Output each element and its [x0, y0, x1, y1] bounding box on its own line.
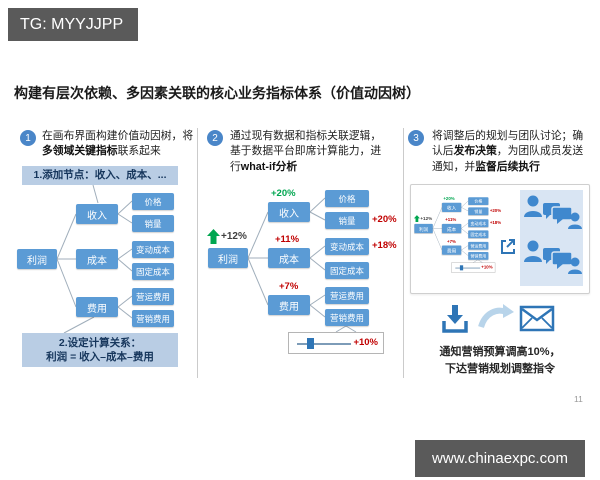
download-icon: [442, 305, 468, 333]
price-node: 价格: [132, 193, 174, 210]
add-node-note: 1.添加节点：收入、成本、...: [22, 166, 178, 185]
delta-revenue-label: +20%: [443, 196, 455, 202]
delta-variable-cost-label: +18%: [489, 220, 502, 226]
people-speech-icons: [524, 195, 582, 274]
sales-node: 销量: [132, 215, 174, 232]
column-divider: [197, 128, 198, 378]
operating-expense-node: 营运费用: [132, 288, 174, 305]
fixed-cost-node: 固定成本: [132, 263, 174, 280]
step2-number-badge: 2: [207, 130, 223, 146]
sales-node: 销量: [325, 212, 369, 229]
whatif-slider: +10%: [451, 262, 496, 273]
delta-root-label: +12%: [221, 231, 247, 242]
delta-variable-cost-label: +18%: [372, 240, 397, 251]
slider-track: [297, 343, 351, 345]
slide-title: 构建有层次依赖、多因素关联的核心业务指标体系（价值动因树）: [14, 85, 420, 101]
revenue-node: 收入: [268, 202, 310, 222]
tree1-connectors: [56, 184, 133, 334]
marketing-expense-node: 营销费用: [325, 309, 369, 326]
revenue-node: 收入: [441, 202, 462, 212]
price-node: 价格: [325, 190, 369, 207]
expense-node: 费用: [268, 295, 310, 315]
variable-cost-node: 变动成本: [132, 241, 174, 258]
page-number: 11: [574, 394, 583, 404]
sales-node: 销量: [468, 207, 489, 216]
whatif-tree: +12% +20% +11% +7% +20% +18% 利润 收入 成本 费用…: [205, 183, 397, 358]
slider-value-label: +10%: [481, 264, 493, 270]
variable-cost-node: 变动成本: [325, 238, 369, 255]
slider-handle[interactable]: [459, 265, 464, 271]
marketing-expense-node: 营销费用: [132, 310, 174, 327]
tg-badge: TG: MYYJJPP: [8, 8, 138, 41]
delta-revenue-label: +20%: [271, 188, 296, 199]
envelope-icon: [519, 305, 555, 332]
tree2-connectors: [432, 200, 483, 263]
team-discussion-panel: [520, 190, 583, 286]
delta-expense-label: +7%: [447, 239, 456, 245]
mini-whatif-tree: +12% +20% +11% +7% +20% +18% 利润 收入 成本 费用…: [413, 194, 502, 275]
step2-description: 通过现有数据和指标关联逻辑，基于数据平台即席计算能力，进行what-if分析: [230, 130, 382, 173]
operating-expense-node: 营运费用: [468, 241, 489, 250]
delta-sales-label: +20%: [372, 214, 397, 225]
variable-cost-node: 变动成本: [468, 219, 489, 228]
step3-number-badge: 3: [408, 130, 424, 146]
root-node: 利润: [414, 223, 433, 234]
notify-caption: 通知营销预算调高10%， 下达营销规划调整指令: [439, 346, 561, 375]
cost-node: 成本: [441, 223, 462, 234]
root-node: 利润: [17, 249, 57, 269]
delta-sales-label: +20%: [489, 208, 502, 214]
root-node: 利润: [208, 248, 248, 268]
delta-expense-label: +7%: [279, 281, 299, 292]
delta-root-label: +12%: [420, 216, 433, 222]
slider-value-label: +10%: [353, 337, 378, 348]
operating-expense-node: 营运费用: [325, 287, 369, 304]
expense-node: 费用: [76, 297, 118, 317]
slider-handle[interactable]: [307, 338, 314, 349]
up-arrow-icon: [207, 229, 220, 244]
whatif-slider: +10%: [288, 332, 384, 354]
fixed-cost-node: 固定成本: [468, 230, 489, 239]
marketing-expense-node: 营销费用: [468, 251, 489, 260]
price-node: 价格: [468, 197, 489, 206]
whatif-tree: +12% +20% +11% +7% +20% +18% 利润 收入 成本 费用…: [413, 194, 502, 275]
step1-number-badge: 1: [20, 130, 36, 146]
export-icon: [501, 239, 515, 254]
slider-track: [455, 267, 481, 269]
up-arrow-icon: [413, 215, 420, 223]
cost-node: 成本: [268, 248, 310, 268]
watermark: www.chinaexpc.com: [415, 440, 585, 477]
forward-arrow-icon: [478, 304, 514, 329]
cost-node: 成本: [76, 249, 118, 269]
step3-description: 将调整后的规划与团队讨论；确认后发布决策，为团队成员发送通知，并监督后续执行: [432, 130, 584, 173]
step1-description: 在画布界面构建价值动因树，将多领域关键指标联系起来: [42, 130, 194, 158]
tree2-connectors: [247, 197, 357, 333]
column-divider: [403, 128, 404, 378]
revenue-node: 收入: [76, 204, 118, 224]
fixed-cost-node: 固定成本: [325, 262, 369, 279]
calc-relation-note: 2.设定计算关系： 利润 = 收入–成本–费用: [22, 333, 178, 367]
expense-node: 费用: [441, 245, 462, 255]
delta-cost-label: +11%: [445, 217, 457, 223]
delta-cost-label: +11%: [275, 234, 300, 245]
